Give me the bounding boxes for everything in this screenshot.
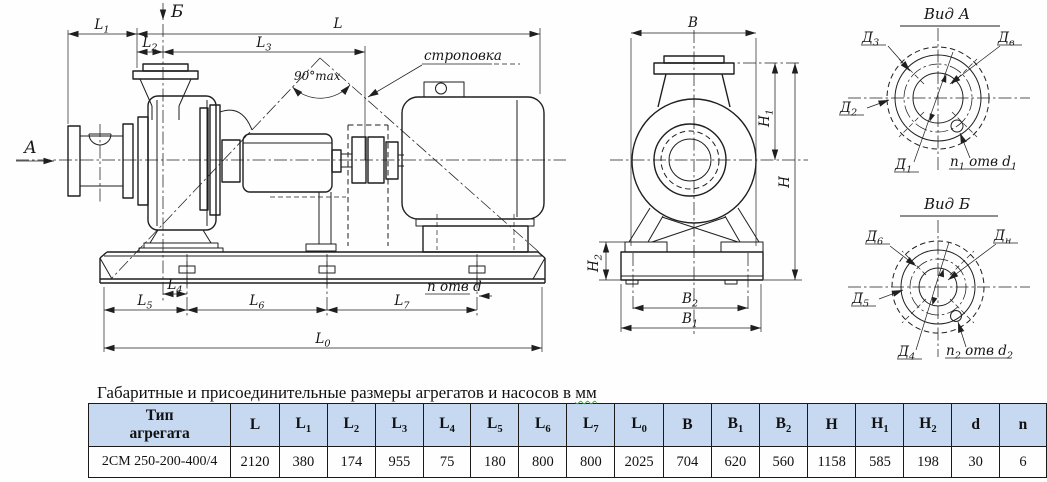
cell-dimension-value: 30 xyxy=(951,446,1000,478)
dim-label-b1: В1 xyxy=(681,311,698,330)
sling-label: строповка xyxy=(424,48,502,64)
dim-label-l6: L6 xyxy=(248,293,264,312)
dim-label-l2: L2 xyxy=(141,35,157,54)
cell-dimension-value: 380 xyxy=(278,446,328,478)
table-caption: Габаритные и присоединительные размеры а… xyxy=(97,383,1047,402)
side-view-pump-unit xyxy=(67,63,546,285)
technical-drawing: 90°max строповка L1 L L2 L3 L4 L5 L6 L7 … xyxy=(16,2,1030,363)
bearing-bracket xyxy=(219,109,352,252)
label-dn: Дн xyxy=(993,228,1011,247)
cell-dimension-value: 198 xyxy=(903,446,953,478)
dim-label-h2: Н2 xyxy=(586,254,605,273)
label-d6: Д6 xyxy=(865,229,883,248)
label-d3: Д3 xyxy=(861,30,879,49)
dim-label-l: L xyxy=(333,16,343,32)
bolt-hole xyxy=(950,310,962,322)
bolt-hole xyxy=(950,119,964,133)
view-b-flange: Вид Б Д6 Дн Д5 Д4 n2 отв d2 xyxy=(848,195,1030,363)
suction-flange xyxy=(67,116,149,206)
dim-label-l0: L0 xyxy=(314,331,330,350)
coupling xyxy=(347,124,404,246)
dim-label-l3: L3 xyxy=(255,35,271,54)
lifting-eyebolt xyxy=(435,82,447,95)
side-view-dimensions: L1 L L2 L3 L4 L5 L6 L7 L0 n отв d А Б xyxy=(16,2,543,352)
col-header: H1 xyxy=(855,403,905,447)
cell-dimension-value: 620 xyxy=(710,446,760,478)
cell-dimension-value: 6 xyxy=(998,446,1047,478)
cell-dimension-value: 560 xyxy=(758,446,808,478)
col-header: L7 xyxy=(566,403,616,447)
view-b-holes-label: n2 отв d2 xyxy=(946,343,1013,362)
dim-label-b2: В2 xyxy=(681,291,698,310)
cell-dimension-value: 2025 xyxy=(614,446,664,478)
col-header: L4 xyxy=(422,403,472,447)
cell-dimension-value: 174 xyxy=(326,446,376,478)
dim-label-h1: Н1 xyxy=(757,109,776,128)
pump-casing xyxy=(132,63,224,253)
view-a-flange: Вид А Д3 Дв Д2 Д1 n1 отв d1 xyxy=(839,5,1030,176)
col-header: L2 xyxy=(326,403,376,447)
front-view-dimensions: В Н1 Н Н2 В2 В1 xyxy=(586,15,802,332)
dim-label-b: В xyxy=(687,15,698,31)
view-a-title: Вид А xyxy=(923,5,970,23)
cell-dimension-value: 2120 xyxy=(230,446,280,478)
col-header: d xyxy=(951,403,1000,447)
view-b-title: Вид Б xyxy=(923,195,970,213)
cell-dimension-value: 955 xyxy=(374,446,424,478)
table-caption-unit: мм xyxy=(575,383,597,402)
col-header: L6 xyxy=(518,403,568,447)
dim-label-l5: L5 xyxy=(136,293,152,312)
view-a-arrow-label: А xyxy=(23,138,37,158)
sling-lines: 90°max строповка xyxy=(111,48,541,279)
view-a-holes-label: n1 отв d1 xyxy=(950,154,1017,173)
max-angle-label: 90°max xyxy=(294,69,341,83)
label-d1: Д1 xyxy=(894,157,912,176)
table-caption-text: Габаритные и присоединительные размеры а… xyxy=(97,383,576,402)
foundation-holes-label: n отв d xyxy=(427,279,482,295)
col-header: H2 xyxy=(903,403,953,447)
col-header: L1 xyxy=(278,403,328,447)
col-header: L0 xyxy=(614,403,664,447)
cell-dimension-value: 704 xyxy=(662,446,712,478)
col-header: B1 xyxy=(710,403,760,447)
label-d5: Д5 xyxy=(851,291,869,310)
cell-dimension-value: 180 xyxy=(470,446,520,478)
cell-dimension-value: 800 xyxy=(566,446,616,478)
dim-label-l1: L1 xyxy=(93,17,109,36)
col-header: L xyxy=(230,403,280,447)
cell-dimension-value: 800 xyxy=(518,446,568,478)
front-view-pump xyxy=(620,55,764,312)
label-dv: Дв xyxy=(997,30,1015,49)
electric-motor xyxy=(401,81,545,253)
col-header: L5 xyxy=(470,403,520,447)
col-header: L3 xyxy=(374,403,424,447)
col-header: H xyxy=(806,403,857,447)
dim-label-l4: L4 xyxy=(166,277,182,296)
label-d4: Д4 xyxy=(897,344,915,363)
dim-label-h: Н xyxy=(777,176,793,189)
col-header-type: Тип агрегата xyxy=(87,403,232,447)
cell-dimension-value: 1158 xyxy=(806,446,857,478)
dim-label-l7: L7 xyxy=(393,293,410,312)
centerlines xyxy=(16,24,808,334)
cell-dimension-value: 585 xyxy=(855,446,905,478)
cell-dimension-value: 75 xyxy=(422,446,472,478)
cell-pump-type: 2СМ 250-200-400/4 xyxy=(87,446,232,478)
col-header: B2 xyxy=(758,403,808,447)
col-header: n xyxy=(998,403,1047,447)
col-header: B xyxy=(662,403,712,447)
view-b-arrow-label: Б xyxy=(170,2,184,22)
label-d2: Д2 xyxy=(839,100,857,119)
